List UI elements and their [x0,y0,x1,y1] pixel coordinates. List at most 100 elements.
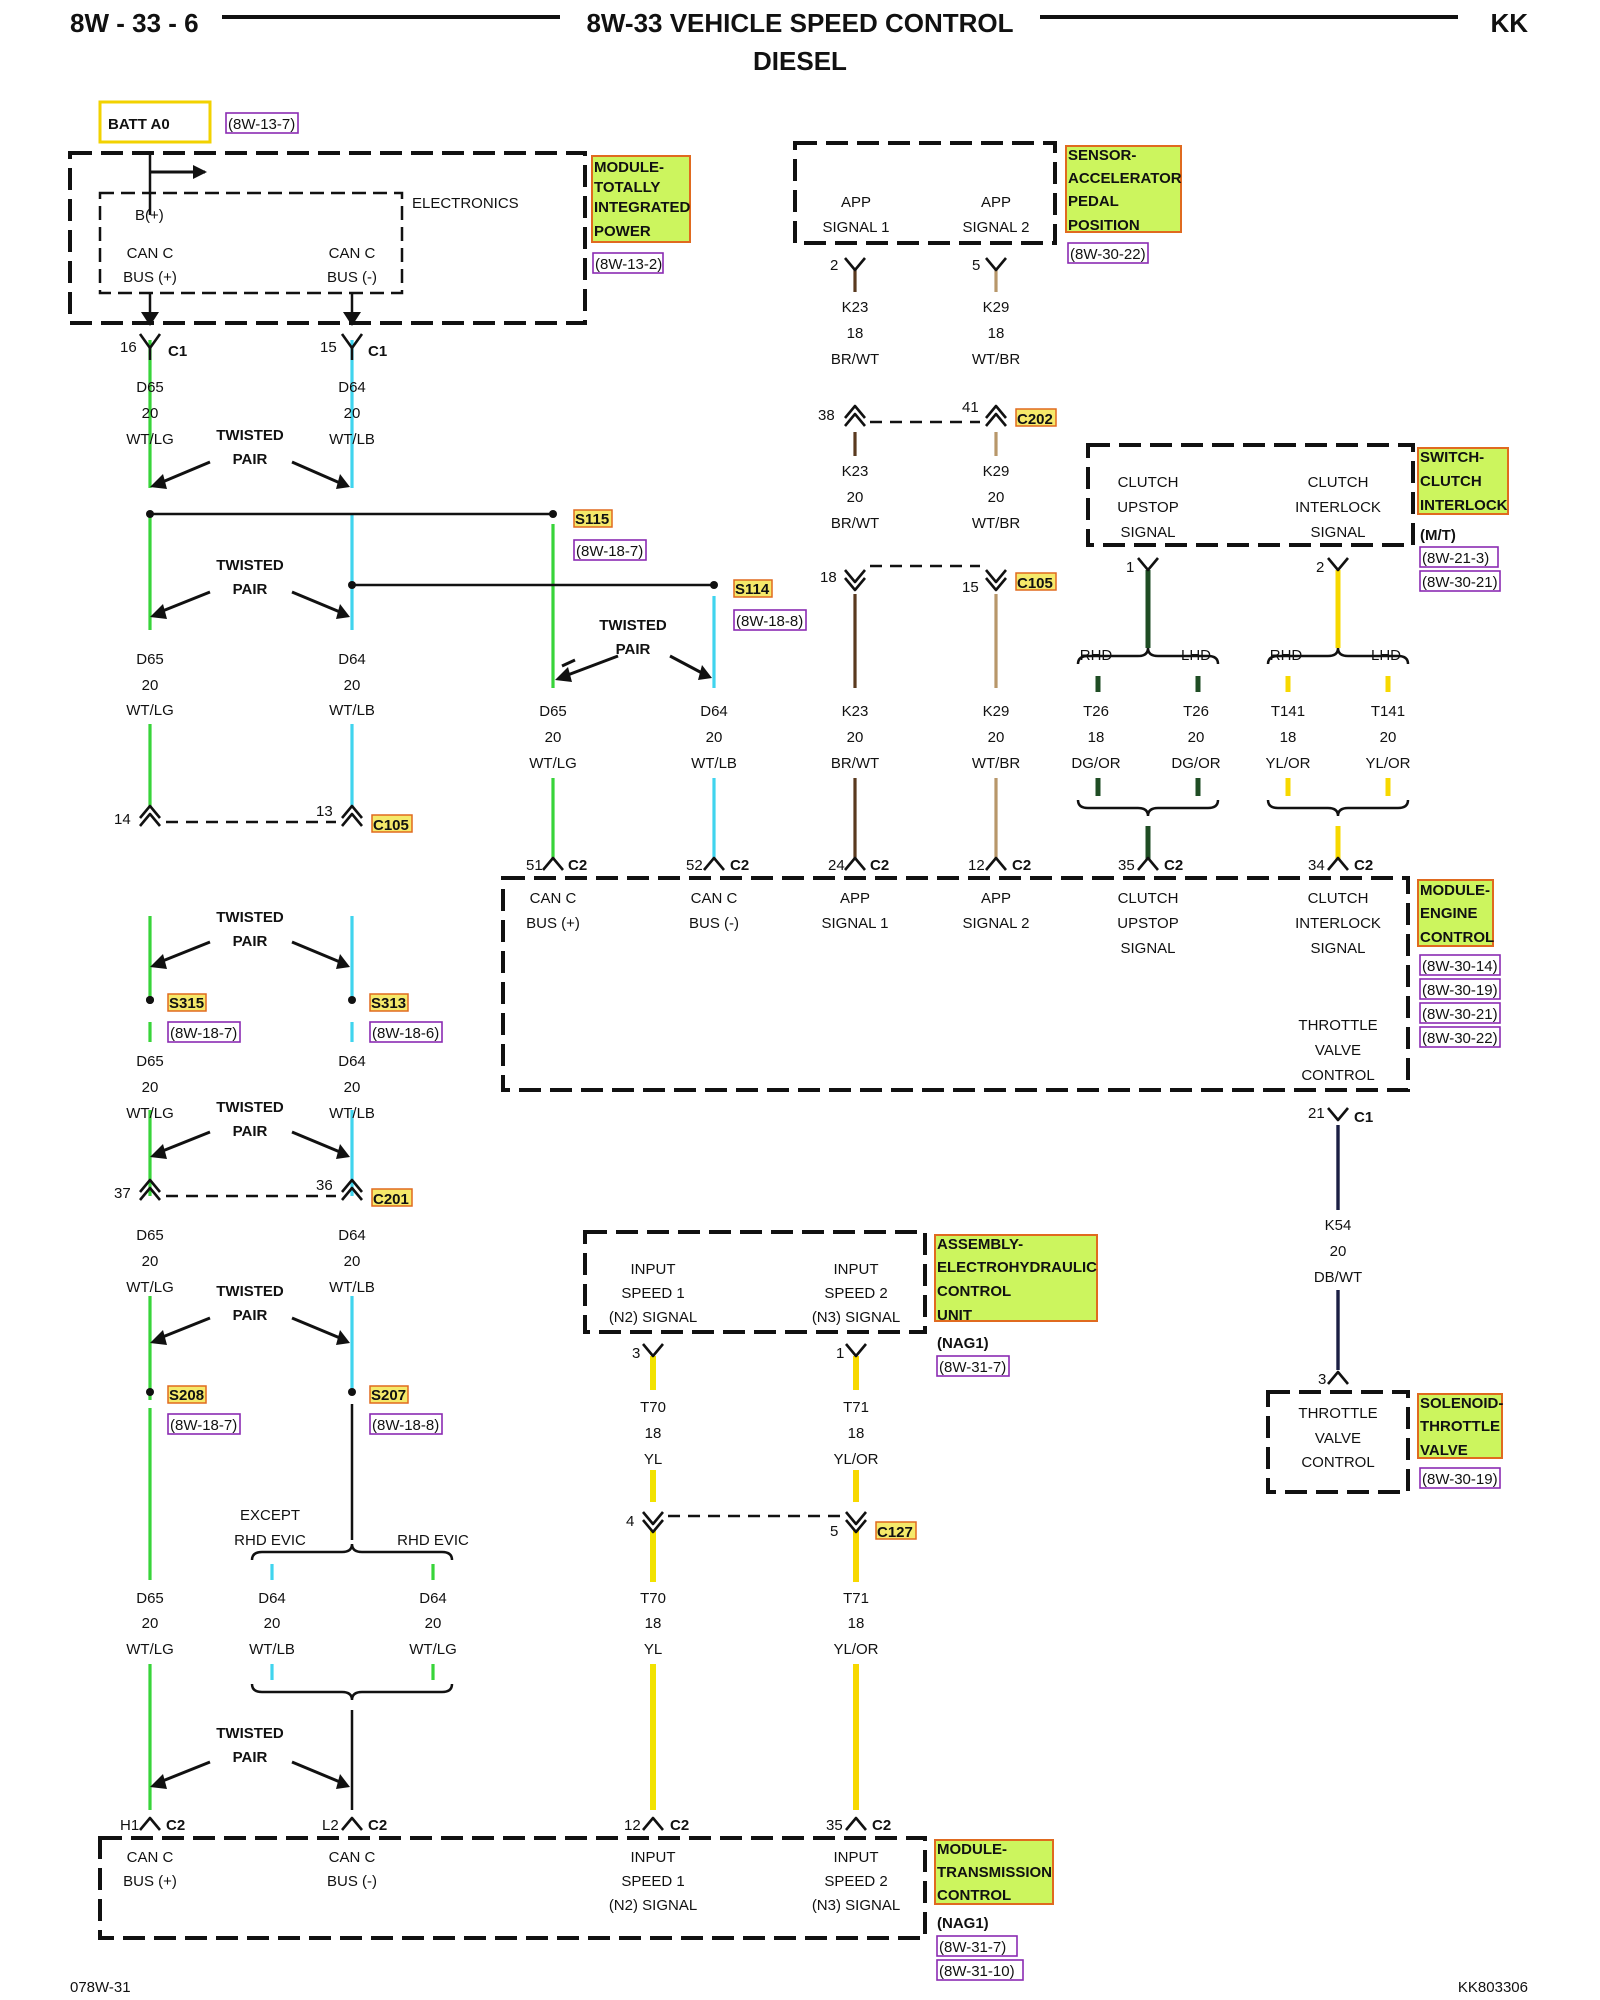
svg-text:3: 3 [1318,1371,1326,1388]
svg-text:INPUT: INPUT [834,1849,879,1866]
splice-s315-ref[interactable]: (8W-18-7) [170,1025,237,1042]
svg-text:CONTROL: CONTROL [937,1283,1011,1300]
svg-text:CLUTCH: CLUTCH [1118,890,1179,907]
svg-text:BUS (-): BUS (-) [689,915,739,932]
svg-text:C105: C105 [373,817,409,834]
module-transmission-control: CAN C BUS (+) CAN C BUS (-) INPUT SPEED … [98,1836,927,1940]
svg-text:C2: C2 [1354,857,1373,874]
ecm-ref-4[interactable]: (8W-30-22) [1422,1030,1498,1047]
svg-text:TRANSMISSION: TRANSMISSION [937,1864,1052,1881]
solenoid-throttle-valve: THROTTLE VALVE CONTROL [1266,1390,1410,1494]
svg-text:APP: APP [840,890,870,907]
splice-s208-ref[interactable]: (8W-18-7) [170,1417,237,1434]
svg-text:MODULE-: MODULE- [1420,882,1490,899]
clutchsw-ref-1[interactable]: (8W-21-3) [1422,550,1489,567]
svg-text:18: 18 [1280,729,1297,746]
svg-text:DG/OR: DG/OR [1171,755,1220,772]
svg-text:SIGNAL: SIGNAL [1120,940,1175,957]
svg-text:WT/LG: WT/LG [409,1641,457,1658]
svg-text:20: 20 [988,489,1005,506]
svg-text:20: 20 [425,1615,442,1632]
solenoid-ref[interactable]: (8W-30-19) [1422,1471,1498,1488]
svg-text:CONTROL: CONTROL [1301,1067,1374,1084]
svg-text:UPSTOP: UPSTOP [1117,915,1178,932]
splice-s114: S114 [735,581,770,598]
svg-text:SOLENOID-: SOLENOID- [1420,1395,1503,1412]
svg-text:RHD: RHD [1080,647,1113,664]
svg-text:18: 18 [848,1615,865,1632]
tipm-ref[interactable]: (8W-13-2) [595,256,662,273]
svg-text:T70: T70 [640,1399,666,1416]
svg-text:D65: D65 [136,379,164,396]
ecm-ref-1[interactable]: (8W-30-14) [1422,958,1498,975]
wire-runs [148,268,1391,1810]
splice-s207-ref[interactable]: (8W-18-8) [372,1417,439,1434]
solenoid-name-tag: SOLENOID- THROTTLE VALVE (8W-30-19) [1417,1393,1503,1489]
svg-text:VALVE: VALVE [1315,1430,1361,1447]
model-code: KK [1490,8,1528,38]
svg-text:18: 18 [820,569,837,586]
batt-ref[interactable]: (8W-13-7) [228,116,295,133]
wire-labels: D65 20 WT/LG D64 20 WT/LB D65 20 WT/LG D… [126,299,1410,1658]
splice-s207: S207 [371,1387,406,1404]
svg-text:PAIR: PAIR [233,451,268,468]
page-title: 8W-33 VEHICLE SPEED CONTROL [586,8,1013,38]
splice-s313-ref[interactable]: (8W-18-6) [372,1025,439,1042]
svg-text:3: 3 [632,1345,640,1362]
svg-text:POWER: POWER [594,223,651,240]
svg-text:35: 35 [826,1817,843,1834]
batt-a0-label: BATT A0 (8W-13-7) [98,100,299,144]
svg-text:WT/LB: WT/LB [329,702,375,719]
tcm-ref-2[interactable]: (8W-31-10) [939,1963,1015,1980]
ehcu-ref[interactable]: (8W-31-7) [939,1359,1006,1376]
splice-s315: S315 [169,995,204,1012]
svg-text:YL/OR: YL/OR [1265,755,1310,772]
svg-text:WT/LG: WT/LG [126,431,174,448]
ecm-ref-2[interactable]: (8W-30-19) [1422,982,1498,999]
svg-text:D64: D64 [700,703,728,720]
connector-symbols [138,257,1349,1831]
svg-text:20: 20 [847,489,864,506]
svg-text:T141: T141 [1371,703,1405,720]
svg-text:20: 20 [1380,729,1397,746]
svg-text:C1: C1 [1354,1109,1373,1126]
svg-text:14: 14 [114,811,131,828]
svg-text:4: 4 [626,1513,634,1530]
svg-text:20: 20 [142,677,159,694]
svg-text:CONTROL: CONTROL [1301,1454,1374,1471]
svg-text:K54: K54 [1325,1217,1352,1234]
svg-text:WT/LB: WT/LB [329,1105,375,1122]
svg-text:D65: D65 [136,651,164,668]
svg-text:TWISTED: TWISTED [599,617,667,634]
svg-text:C2: C2 [1012,857,1031,874]
splice-s115-ref[interactable]: (8W-18-7) [576,543,643,560]
clutchsw-ref-2[interactable]: (8W-30-21) [1422,574,1498,591]
svg-text:WT/LB: WT/LB [329,431,375,448]
svg-text:YL: YL [644,1451,662,1468]
svg-text:YL/OR: YL/OR [833,1451,878,1468]
pin-labels: 16 C1 15 C1 2 5 38 41 C202 18 15 C105 1 … [114,257,1373,1834]
ecm-ref-3[interactable]: (8W-30-21) [1422,1006,1498,1023]
sensor-app: APP SIGNAL 1 APP SIGNAL 2 [793,141,1057,245]
tcm-ref-1[interactable]: (8W-31-7) [939,1939,1006,1956]
svg-text:YL/OR: YL/OR [1365,755,1410,772]
svg-text:C2: C2 [568,857,587,874]
svg-text:DG/OR: DG/OR [1071,755,1120,772]
svg-text:5: 5 [972,257,980,274]
svg-text:PEDAL: PEDAL [1068,193,1119,210]
svg-text:D64: D64 [338,651,366,668]
svg-text:BATT A0: BATT A0 [108,116,170,133]
splice-s115: S115 [575,511,609,528]
svg-text:PAIR: PAIR [233,1123,268,1140]
document-id: KK803306 [1458,1979,1528,1996]
svg-text:T71: T71 [843,1399,869,1416]
svg-text:52: 52 [686,857,703,874]
app-ref[interactable]: (8W-30-22) [1070,246,1146,263]
splice-s208: S208 [169,1387,204,1404]
splice-s114-ref[interactable]: (8W-18-8) [736,613,803,630]
svg-text:20: 20 [545,729,562,746]
assembly-ehcu: INPUT SPEED 1 (N2) SIGNAL INPUT SPEED 2 … [583,1230,927,1334]
svg-text:20: 20 [142,1079,159,1096]
svg-text:(N3) SIGNAL: (N3) SIGNAL [812,1897,900,1914]
svg-text:12: 12 [624,1817,641,1834]
